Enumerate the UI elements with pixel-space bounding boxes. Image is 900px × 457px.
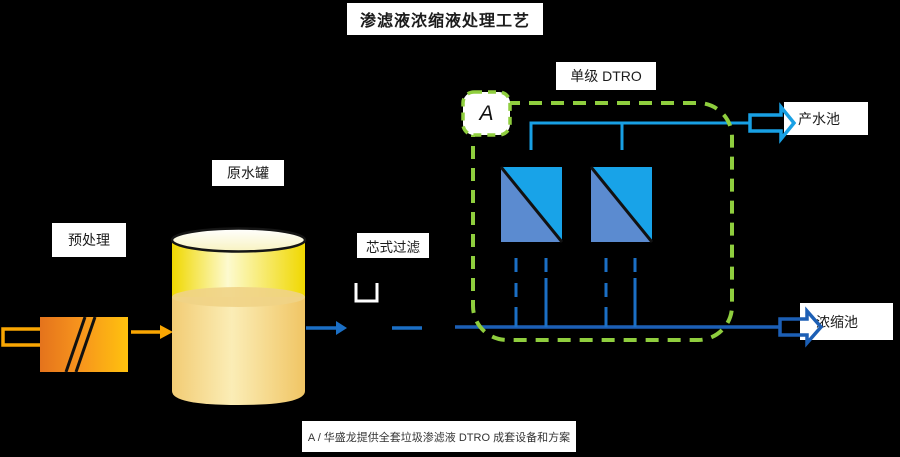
page-title: 渗滤液浓缩液处理工艺 <box>347 3 543 35</box>
influent-block-arrow <box>1 318 112 356</box>
pretreatment-outlet-arrow-head <box>160 325 173 339</box>
tank-top-lid <box>170 227 307 253</box>
dtro-unit-label: 单级 DTRO <box>556 62 656 90</box>
product-line <box>529 121 750 150</box>
dtro-boundary-dashed-box <box>471 101 734 342</box>
footer-note: A / 华盛龙提供全套垃圾渗滤液 DTRO 成套设备和方案 <box>302 421 576 452</box>
raw-water-tank-body <box>172 239 305 300</box>
tank-outlet-arrow-head <box>336 321 347 335</box>
module-pipes <box>514 258 637 327</box>
dtro-module-1-upper-triangle <box>501 167 562 242</box>
raw-water-tank-label: 原水罐 <box>212 160 284 186</box>
product-pool-label: 产水池 <box>784 102 868 135</box>
callout-a-letter: A <box>479 101 494 125</box>
pretreatment-hatch-line-2 <box>74 316 97 373</box>
raw-water-tank-liquid <box>172 297 305 405</box>
pretreatment-hatch-line-1 <box>64 316 87 373</box>
cartridge-filter-label: 芯式过滤 <box>357 233 429 258</box>
pretreatment-label: 预处理 <box>52 223 126 257</box>
dtro-module-2-upper-triangle <box>591 167 652 242</box>
dtro-module-2-lower-triangle <box>591 167 652 242</box>
dtro-module-1-lower-triangle <box>501 167 562 242</box>
dtro-module-2-diagonal <box>589 166 654 243</box>
tank-liquid-surface <box>172 287 305 307</box>
cartridge-filter-icon <box>354 283 379 303</box>
concentrate-pool-label: 浓缩池 <box>800 303 893 340</box>
pretreatment-filter-box <box>40 317 128 372</box>
dtro-module-1-diagonal <box>499 166 564 243</box>
